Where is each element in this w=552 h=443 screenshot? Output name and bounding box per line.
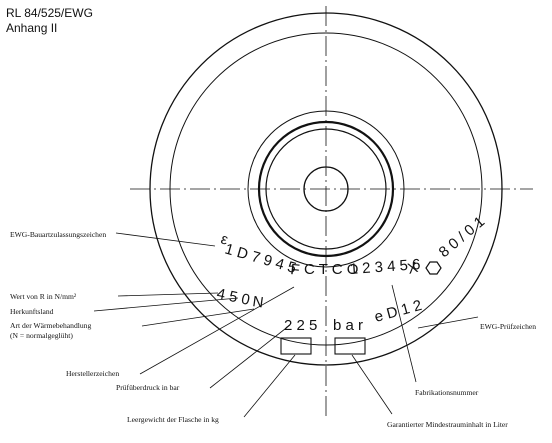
leader-serial-number bbox=[391, 284, 417, 383]
origin-country-mark: F bbox=[290, 261, 301, 279]
label-tensile-strength: Wert von R in N/mm² bbox=[10, 292, 77, 301]
annex-label: Anhang II bbox=[6, 21, 58, 35]
stamping-band-edge bbox=[169, 32, 483, 346]
leader-test-pressure bbox=[209, 324, 291, 389]
label-heat-treatment-note: (N = normalgeglüht) bbox=[10, 331, 73, 340]
leader-approval-mark bbox=[115, 232, 216, 247]
test-pressure-value: 2 2 5 bbox=[284, 317, 317, 334]
leader-empty-weight bbox=[243, 354, 296, 418]
leader-capacity bbox=[351, 354, 393, 415]
serial-number: 1 2 3 4 5 6 bbox=[349, 256, 421, 278]
inspection-date: 8 0 / 0 1 bbox=[436, 213, 488, 261]
shoulder-circle bbox=[247, 110, 405, 268]
heat-treatment-code: N bbox=[251, 293, 264, 311]
document-reference: RL 84/525/EWG bbox=[6, 6, 93, 20]
leader-manufacturer bbox=[139, 286, 295, 375]
label-inspection-mark: EWG-Prüfzeichen bbox=[480, 322, 536, 331]
label-heat-treatment: Art der Wärmebehandlung bbox=[10, 321, 91, 330]
capacity-box bbox=[334, 337, 366, 355]
type-approval-number: 1 D 7 9 4 5 bbox=[223, 241, 298, 278]
approval-mark-symbol: ε bbox=[219, 231, 230, 249]
leader-tensile-strength bbox=[117, 292, 219, 297]
valve-bore bbox=[303, 166, 349, 212]
label-manufacturer: Herstellerzeichen bbox=[66, 369, 119, 378]
leader-heat-treatment bbox=[141, 308, 255, 327]
label-test-pressure: Prüfüberdruck in bar bbox=[116, 383, 180, 392]
cylinder-outer-rim bbox=[149, 12, 503, 366]
leader-lines bbox=[93, 232, 479, 418]
label-capacity: Garantierter Mindestrauminhalt in Liter bbox=[387, 420, 508, 429]
neck-ring-inner bbox=[265, 128, 387, 250]
inspection-hexagon-icon bbox=[425, 261, 442, 275]
label-serial-number: Fabrikationsnummer bbox=[415, 388, 479, 397]
manufacturer-mark: C T C O bbox=[304, 261, 358, 278]
leader-inspection-mark bbox=[417, 316, 479, 329]
label-empty-weight: Leergewicht der Flasche in kg bbox=[127, 415, 219, 424]
tensile-strength-value: 4 5 0 bbox=[215, 285, 251, 309]
separator-cross: X bbox=[406, 259, 420, 278]
pressure-unit: b a r bbox=[333, 317, 363, 334]
label-origin-country: Herkunftsland bbox=[10, 307, 54, 316]
neck-ring-outer bbox=[257, 120, 395, 258]
label-approval-mark: EWG-Bauartzulassungszeichen bbox=[10, 230, 106, 239]
leader-origin-country bbox=[93, 297, 239, 312]
empty-weight-box bbox=[280, 337, 312, 355]
